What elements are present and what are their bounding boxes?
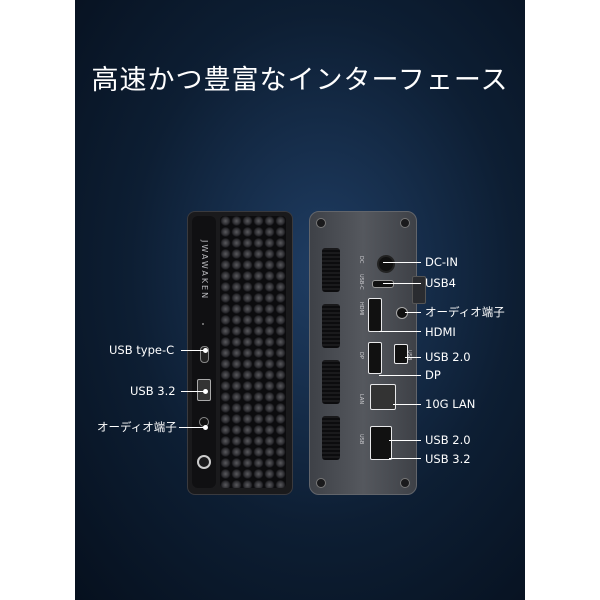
leader-line [389,458,421,459]
vent-slot [322,304,340,348]
leader-line [405,312,421,313]
headline: 高速かつ豊富なインターフェース [91,65,509,96]
silk-lan: LAN [358,394,364,405]
power-button-icon [197,455,211,469]
screw-icon [400,478,410,488]
label-front-audio: オーディオ端子 [97,420,177,434]
silk-usb-bottom: USB [358,434,364,445]
brand-logo: JWAWAKEN [200,239,209,301]
label-usb-2-0-top: USB 2.0 [425,350,471,364]
label-usb-type-c: USB type-C [109,343,175,357]
label-dc-in: DC-IN [425,255,459,269]
leader-line [379,375,421,376]
label-10g-lan: 10G LAN [425,397,476,411]
led-indicator [202,323,204,325]
rear-usb-2-0-port [394,344,408,364]
hero-panel: 高速かつ豊富なインターフェース JWAWAKEN DC USB-C HDMI D… [75,0,525,600]
leader-line [379,331,421,332]
label-usb-2-0-bottom: USB 2.0 [425,433,471,447]
leader-dot [203,389,208,394]
leader-line [389,440,421,441]
leader-line [383,262,421,263]
leader-dot [203,425,208,430]
leader-line [179,427,205,428]
screw-icon [400,218,410,228]
vent-slot [322,360,340,404]
label-hdmi: HDMI [425,325,456,339]
silk-dp: DP [358,352,364,359]
silk-usb-c: USB-C [358,274,364,290]
leader-line [181,391,205,392]
label-usb4: USB4 [425,276,456,290]
hdmi-port [368,298,382,332]
device-back-view: DC USB-C HDMI DP USB LAN USB [309,211,426,495]
mesh-grille [220,216,286,488]
dc-in-port [377,255,395,273]
side-antenna-connector [412,276,426,304]
leader-line [405,357,421,358]
silk-hdmi: HDMI [358,302,364,316]
screw-icon [316,218,326,228]
label-rear-usb-3-2: USB 3.2 [425,452,471,466]
leader-line [393,404,421,405]
rear-audio-jack [396,307,408,319]
label-rear-audio: オーディオ端子 [425,305,505,319]
leader-dot [203,348,208,353]
device-front-view: JWAWAKEN [187,211,293,495]
label-dp: DP [425,368,441,382]
vent-slot [322,416,340,460]
vent-slot [322,248,340,292]
lan-port [370,384,396,410]
label-front-usb-3-2: USB 3.2 [130,384,176,398]
silk-dc: DC [358,256,364,264]
usb4-port [372,280,394,288]
dp-port [368,342,382,374]
leader-line [181,350,205,351]
leader-line [383,283,421,284]
screw-icon [316,478,326,488]
front-usb-c-port [200,346,209,363]
rear-usb-stack [370,426,392,460]
